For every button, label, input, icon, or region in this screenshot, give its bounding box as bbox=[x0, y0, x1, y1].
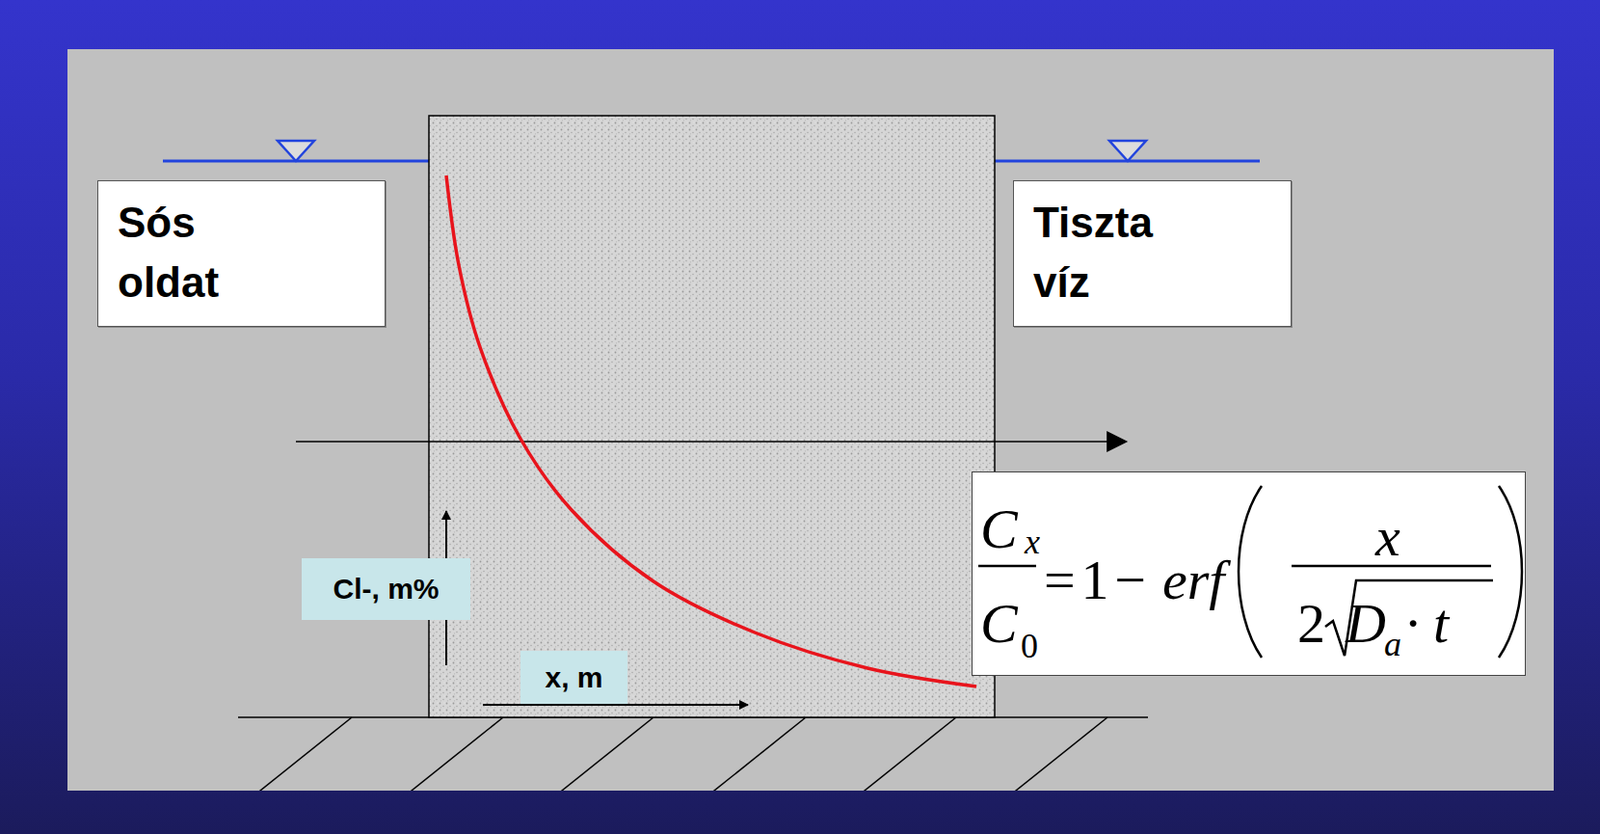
parenthesis bbox=[1238, 485, 1262, 658]
box-label: Tiszta víz bbox=[1033, 192, 1161, 313]
axis-label-text: x, m bbox=[544, 661, 603, 694]
ground-hatching bbox=[255, 717, 1108, 791]
formula-term: · t bbox=[1405, 591, 1449, 657]
water-level-symbol bbox=[1109, 140, 1147, 161]
formula-term: erf bbox=[1162, 548, 1225, 614]
axis-label: Cl-, m% bbox=[301, 558, 471, 620]
formula-term: 0 bbox=[1020, 626, 1039, 667]
axis-label-text: Cl-, m% bbox=[332, 572, 439, 606]
fraction-bar bbox=[978, 564, 1037, 568]
panel bbox=[67, 49, 1554, 791]
formula-term: a bbox=[1384, 624, 1402, 665]
box-label: Sós oldat bbox=[117, 192, 245, 313]
radical-sign bbox=[1325, 580, 1494, 656]
fraction-bar bbox=[1291, 564, 1492, 568]
formula-term: =1− bbox=[1043, 548, 1152, 614]
formula-term: x bbox=[1024, 522, 1040, 562]
soil-sample bbox=[428, 115, 995, 718]
concentration-curve bbox=[446, 175, 977, 687]
hatch-stroke bbox=[557, 717, 654, 791]
hatch-stroke bbox=[255, 717, 352, 791]
hatch-stroke bbox=[406, 717, 504, 791]
solution-box: Tiszta víz bbox=[1013, 180, 1292, 327]
x-axis-arrow bbox=[482, 703, 748, 706]
formula-box: CxC0=1−erfx2Da· t bbox=[971, 471, 1526, 676]
formula-term: C bbox=[980, 497, 1018, 562]
parenthesis bbox=[1498, 485, 1522, 658]
solution-box: Sós oldat bbox=[97, 180, 386, 327]
formula-term: C bbox=[980, 591, 1018, 657]
axis-label: x, m bbox=[520, 650, 628, 704]
hatch-stroke bbox=[1011, 717, 1108, 791]
water-level-symbol bbox=[277, 140, 315, 161]
formula-term: D bbox=[1345, 591, 1387, 657]
formula-term: 2 bbox=[1297, 591, 1326, 657]
formula-term: x bbox=[1375, 505, 1401, 570]
flow-axis bbox=[295, 440, 1126, 443]
hatch-stroke bbox=[859, 717, 957, 791]
hatch-stroke bbox=[709, 717, 806, 791]
